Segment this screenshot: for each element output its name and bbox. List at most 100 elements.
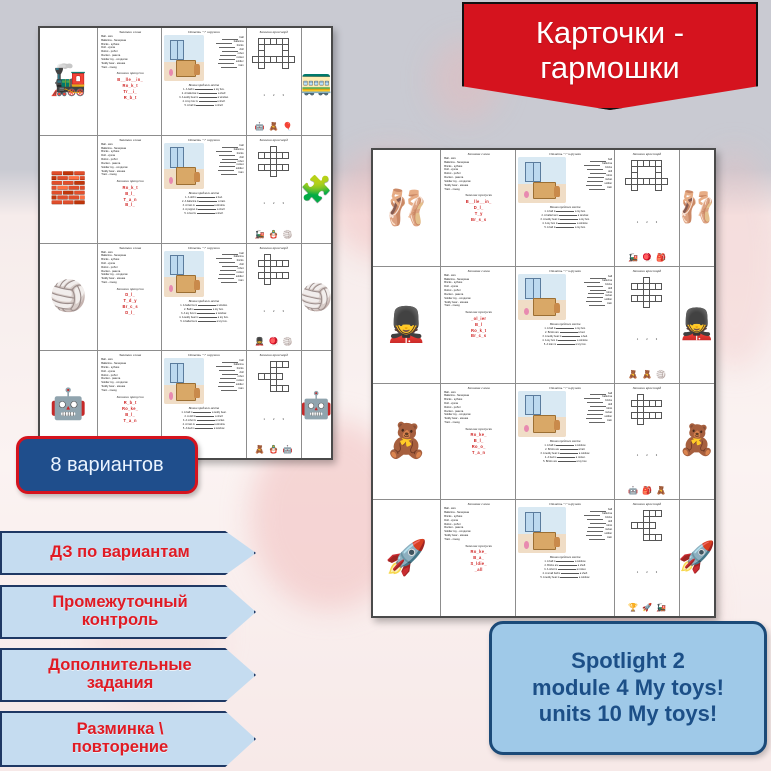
checkbox-line[interactable]: [219, 267, 236, 272]
checkbox-row[interactable]: rocket: [568, 411, 612, 416]
checkbox-row[interactable]: doll: [206, 48, 244, 52]
checkbox-row[interactable]: robot: [206, 52, 244, 56]
blank-field[interactable]: [197, 312, 216, 314]
checkbox-row[interactable]: soldier: [206, 275, 244, 280]
checkbox-row[interactable]: rocket: [568, 178, 612, 182]
checkbox-row[interactable]: ballerina: [568, 512, 612, 517]
checkbox-line[interactable]: [587, 166, 604, 170]
checkbox-line[interactable]: [218, 379, 235, 383]
checkbox-row[interactable]: train: [568, 536, 612, 540]
blank-field[interactable]: [198, 101, 217, 102]
sentence-item[interactable]: 3. A robot is a rocket.: [182, 419, 225, 423]
sentence-item[interactable]: 5. A train is a toy box.: [543, 342, 587, 346]
checkbox-row[interactable]: doll: [206, 263, 244, 268]
sentence-item[interactable]: 2. A ballerina is a shelf.: [181, 92, 227, 95]
checkbox-line[interactable]: [217, 275, 234, 280]
sentence-item[interactable]: 1. A ball is a teddy bear.: [181, 411, 227, 415]
checkbox-line[interactable]: [219, 160, 236, 164]
crossword-grid[interactable]: [625, 160, 669, 191]
checkbox-row[interactable]: soldier: [206, 167, 244, 172]
checkbox-line[interactable]: [220, 387, 237, 391]
checkbox-row[interactable]: train: [568, 186, 612, 190]
checkbox-row[interactable]: bricks: [206, 152, 244, 156]
checkbox-line[interactable]: [218, 367, 235, 372]
checkbox-line[interactable]: [589, 419, 606, 423]
checkbox-row[interactable]: rocket: [568, 528, 612, 532]
sentence-item[interactable]: 3. A teddy bear is a window.: [540, 451, 590, 455]
checkbox-row[interactable]: ball: [206, 359, 244, 364]
checkbox-row[interactable]: train: [568, 302, 612, 307]
checkbox-line[interactable]: [221, 359, 238, 364]
checkbox-line[interactable]: [220, 171, 237, 176]
checkbox-row[interactable]: train: [568, 419, 612, 423]
checkbox-line[interactable]: [590, 508, 607, 513]
blank-field[interactable]: [559, 565, 578, 567]
checkbox-row[interactable]: train: [206, 171, 244, 176]
checkbox-row[interactable]: rocket: [206, 271, 244, 276]
checkbox-line[interactable]: [586, 182, 603, 186]
checkbox-line[interactable]: [219, 52, 236, 56]
checkbox-line[interactable]: [587, 399, 604, 404]
sentence-item[interactable]: 2. A doll is a shelf.: [184, 415, 224, 419]
blank-field[interactable]: [198, 97, 217, 98]
checkbox-row[interactable]: robot: [206, 375, 244, 379]
checkbox-line[interactable]: [587, 516, 604, 521]
blank-field[interactable]: [560, 577, 579, 579]
checkbox-row[interactable]: bricks: [568, 399, 612, 404]
blank-field[interactable]: [197, 320, 216, 322]
checkbox-row[interactable]: robot: [568, 407, 612, 412]
checkbox-row[interactable]: robot: [568, 174, 612, 178]
sentence-item[interactable]: 2. Bricks are a ball.: [545, 447, 586, 451]
sentence-item[interactable]: 1. A ball is a window.: [544, 560, 586, 564]
crossword-grid[interactable]: [631, 510, 663, 542]
checkbox-row[interactable]: robot: [206, 267, 244, 272]
checkbox-line[interactable]: [215, 148, 232, 152]
checkbox-row[interactable]: ball: [568, 508, 612, 513]
blank-field[interactable]: [560, 219, 579, 220]
blank-field[interactable]: [195, 89, 214, 90]
blank-field[interactable]: [562, 335, 581, 337]
blank-field[interactable]: [561, 573, 579, 575]
checkbox-line[interactable]: [221, 144, 238, 148]
sentence-item[interactable]: 2. A ballerina is a train.: [181, 199, 226, 203]
checkbox-line[interactable]: [586, 298, 603, 303]
checkbox-row[interactable]: soldier: [568, 182, 612, 186]
checkbox-row[interactable]: doll: [206, 156, 244, 160]
blank-field[interactable]: [196, 105, 215, 106]
checkbox-row[interactable]: ballerina: [206, 148, 244, 152]
checkbox-line[interactable]: [217, 167, 234, 172]
sentence-item[interactable]: 4. A toy box is a shelf.: [182, 100, 226, 103]
checkbox-line[interactable]: [221, 156, 238, 160]
checkbox-row[interactable]: bricks: [568, 283, 612, 287]
sentence-item[interactable]: 3. A teddy bear is a bed.: [542, 334, 588, 338]
blank-field[interactable]: [196, 416, 215, 418]
blank-field[interactable]: [193, 412, 212, 414]
crossword-grid[interactable]: [258, 253, 290, 285]
sentence-item[interactable]: 2. Bricks are a bed.: [545, 330, 586, 334]
blank-field[interactable]: [197, 304, 216, 306]
checkbox-line[interactable]: [218, 163, 235, 168]
blank-field[interactable]: [199, 316, 218, 318]
blank-field[interactable]: [557, 456, 576, 458]
sentence-item[interactable]: 4. A teddy bear is a toy box.: [179, 315, 229, 319]
blank-field[interactable]: [556, 211, 575, 212]
crossword-grid[interactable]: [631, 276, 663, 308]
checkbox-row[interactable]: train: [206, 64, 244, 68]
checkbox-line[interactable]: [220, 279, 237, 283]
sentence-item[interactable]: 1. A ball is a toy box.: [183, 88, 225, 91]
checkbox-row[interactable]: bricks: [568, 166, 612, 170]
blank-field[interactable]: [558, 223, 577, 224]
sentence-item[interactable]: 5. A ball is a toy box.: [544, 226, 586, 229]
checkbox-row[interactable]: soldier: [206, 60, 244, 64]
checkbox-row[interactable]: soldier: [568, 532, 612, 536]
sentence-item[interactable]: 3. A teddy bear is a window.: [179, 96, 229, 99]
blank-field[interactable]: [197, 196, 216, 198]
blank-field[interactable]: [559, 331, 578, 333]
checkbox-line[interactable]: [218, 152, 235, 156]
checkbox-line[interactable]: [584, 512, 601, 517]
checkbox-line[interactable]: [587, 528, 603, 532]
blank-field[interactable]: [559, 448, 578, 450]
checkbox-row[interactable]: ballerina: [206, 363, 244, 368]
sentence-item[interactable]: 3. A teddy bear is a toy box.: [540, 218, 590, 221]
checkbox-row[interactable]: ball: [206, 252, 244, 256]
